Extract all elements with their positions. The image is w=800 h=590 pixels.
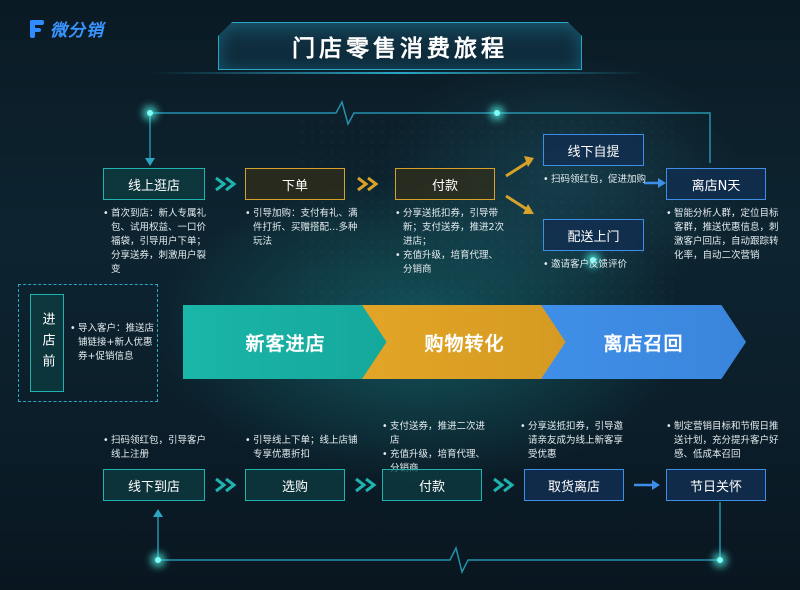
phase-label: 购物转化 bbox=[424, 332, 505, 355]
step-label: 离店N天 bbox=[691, 178, 741, 194]
desc-item: 引导线上下单；线上店铺专享优惠折扣 bbox=[245, 434, 363, 462]
step-desc: 导入客户：推送店铺链接+新人优惠券+促销信息 bbox=[70, 322, 154, 364]
step-label: 取货离店 bbox=[547, 479, 600, 495]
step-label: 付款 bbox=[431, 178, 458, 194]
glow-dot bbox=[494, 110, 500, 116]
desc-item: 充值升级，培育代理、分销商 bbox=[382, 448, 494, 476]
chevron-right-icon bbox=[215, 477, 237, 493]
step-offline-visit[interactable]: 线下到店 bbox=[103, 469, 205, 501]
desc-item: 邀请客户反馈评价 bbox=[543, 258, 653, 272]
phase-label: 离店召回 bbox=[603, 332, 684, 355]
step-payment-offline[interactable]: 付款 bbox=[382, 469, 482, 501]
step-label: 付款 bbox=[418, 479, 445, 495]
glow-dot bbox=[717, 557, 723, 563]
step-desc: 首次到店：新人专属礼包、试用权益、一口价福袋，引导用户下单；分享送券，刺激用户裂… bbox=[103, 207, 215, 277]
step-desc: 引导线上下单；线上店铺专享优惠折扣 bbox=[245, 434, 363, 462]
step-label: 线下自提 bbox=[567, 144, 620, 160]
step-desc: 制定营销目标和节假日推送计划，充分提升客户好感、低成本召回 bbox=[666, 420, 782, 462]
step-desc: 支付送券，推进二次进店 充值升级，培育代理、分销商 bbox=[382, 420, 494, 476]
arrow-right-icon bbox=[634, 480, 660, 490]
step-desc: 引导加购：支付有礼、满件打折、买赠搭配…多种玩法 bbox=[245, 207, 363, 249]
desc-item: 充值升级，培育代理、分销商 bbox=[395, 249, 507, 277]
desc-item: 制定营销目标和节假日推送计划，充分提升客户好感、低成本召回 bbox=[666, 420, 782, 462]
chevron-right-icon bbox=[215, 176, 237, 192]
step-before-store[interactable]: 进店前 bbox=[30, 294, 64, 392]
step-label: 配送上门 bbox=[567, 229, 620, 245]
step-n-days-after[interactable]: 离店N天 bbox=[666, 168, 766, 200]
step-home-delivery[interactable]: 配送上门 bbox=[543, 219, 644, 251]
phase-conversion: 购物转化 bbox=[362, 305, 567, 379]
step-desc: 邀请客户反馈评价 bbox=[543, 258, 653, 272]
phase-new-customer: 新客进店 bbox=[183, 305, 388, 379]
desc-item: 扫码领红包，促进加购 bbox=[543, 173, 653, 187]
step-choose-goods[interactable]: 选购 bbox=[245, 469, 345, 501]
step-holiday-care[interactable]: 节日关怀 bbox=[666, 469, 766, 501]
step-desc: 分享送抵扣券，引导邀请亲友成为线上新客享受优惠 bbox=[520, 420, 632, 462]
step-payment[interactable]: 付款 bbox=[395, 168, 495, 200]
desc-item: 导入客户：推送店铺链接+新人优惠券+促销信息 bbox=[70, 322, 154, 364]
step-self-pickup[interactable]: 线下自提 bbox=[543, 134, 644, 166]
step-desc: 分享送抵扣券，引导带新；支付送券，推进2次进店； 充值升级，培育代理、分销商 bbox=[395, 207, 507, 277]
step-place-order[interactable]: 下单 bbox=[245, 168, 345, 200]
title-decor-line bbox=[150, 72, 650, 74]
step-label: 线上逛店 bbox=[127, 178, 180, 194]
desc-item: 引导加购：支付有礼、满件打折、买赠搭配…多种玩法 bbox=[245, 207, 363, 249]
step-desc: 智能分析人群，定位目标客群，推送优惠信息，刺激客户回店，自动跟踪转化率，自动二次… bbox=[666, 207, 782, 263]
step-label: 选购 bbox=[281, 479, 308, 495]
chevron-right-icon bbox=[493, 477, 515, 493]
desc-item: 智能分析人群，定位目标客群，推送优惠信息，刺激客户回店，自动跟踪转化率，自动二次… bbox=[666, 207, 782, 263]
step-desc: 扫码领红包，促进加购 bbox=[543, 173, 653, 187]
logo-text: 微分销 bbox=[50, 21, 104, 41]
step-pickup-leave[interactable]: 取货离店 bbox=[524, 469, 624, 501]
chevron-right-icon bbox=[355, 477, 377, 493]
title-banner: 门店零售消费旅程 bbox=[218, 22, 582, 70]
desc-item: 扫码领红包，引导客户线上注册 bbox=[103, 434, 213, 462]
logo-mark-icon bbox=[28, 18, 46, 40]
step-label: 下单 bbox=[281, 178, 308, 194]
desc-item: 首次到店：新人专属礼包、试用权益、一口价福袋，引导用户下单；分享送券，刺激用户裂… bbox=[103, 207, 215, 277]
step-label: 节日关怀 bbox=[689, 479, 742, 495]
step-desc: 扫码领红包，引导客户线上注册 bbox=[103, 434, 213, 462]
glow-dot bbox=[147, 110, 153, 116]
phase-recall: 离店召回 bbox=[541, 305, 746, 379]
phase-label: 新客进店 bbox=[245, 332, 326, 355]
desc-item: 分享送抵扣券，引导邀请亲友成为线上新客享受优惠 bbox=[520, 420, 632, 462]
step-label: 线下到店 bbox=[127, 479, 180, 495]
glow-dot bbox=[155, 557, 161, 563]
desc-item: 分享送抵扣券，引导带新；支付送券，推进2次进店； bbox=[395, 207, 507, 249]
pre-store-frame bbox=[18, 284, 158, 402]
chevron-right-icon bbox=[357, 176, 379, 192]
step-label: 进店前 bbox=[39, 311, 55, 375]
step-online-browse[interactable]: 线上逛店 bbox=[103, 168, 205, 200]
brand-logo: 微分销 bbox=[28, 16, 104, 41]
desc-item: 支付送券，推进二次进店 bbox=[382, 420, 494, 448]
page-title: 门店零售消费旅程 bbox=[292, 36, 508, 62]
